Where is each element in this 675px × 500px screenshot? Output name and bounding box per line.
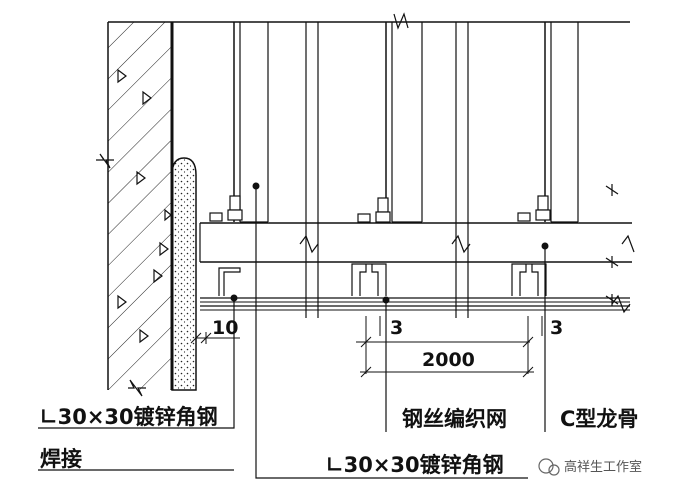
right-break-ticks (605, 184, 619, 306)
c-keels (218, 263, 547, 296)
dimension-offset-3-left: 3 (390, 317, 403, 339)
leader-lines (38, 186, 546, 479)
label-weld: 焊接 (40, 447, 82, 471)
concrete-wall (96, 22, 174, 397)
wire-mesh-layer (200, 294, 631, 314)
label-wire-mesh: 钢丝编织网 (402, 407, 507, 431)
watermark: 高祥生工作室 (538, 458, 642, 476)
plaster-layer (171, 157, 197, 391)
dimension-offset-3-right: 3 (550, 317, 563, 339)
horizontal-main-beam (199, 222, 635, 263)
wechat-icon (538, 458, 554, 474)
label-c-keel: C型龙骨 (560, 407, 638, 431)
dimension-lines (190, 316, 543, 378)
label-angle-steel-left: ∟30×30镀锌角钢 (40, 405, 218, 429)
label-angle-steel-bottom: ∟30×30镀锌角钢 (326, 453, 504, 477)
dimension-gap-10: 10 (212, 317, 238, 339)
dimension-span-2000: 2000 (422, 349, 475, 371)
top-boundary (108, 12, 630, 30)
vertical-studs (233, 22, 579, 318)
bolts (209, 195, 551, 223)
watermark-text: 高祥生工作室 (564, 459, 642, 475)
leader-dots (230, 182, 549, 304)
